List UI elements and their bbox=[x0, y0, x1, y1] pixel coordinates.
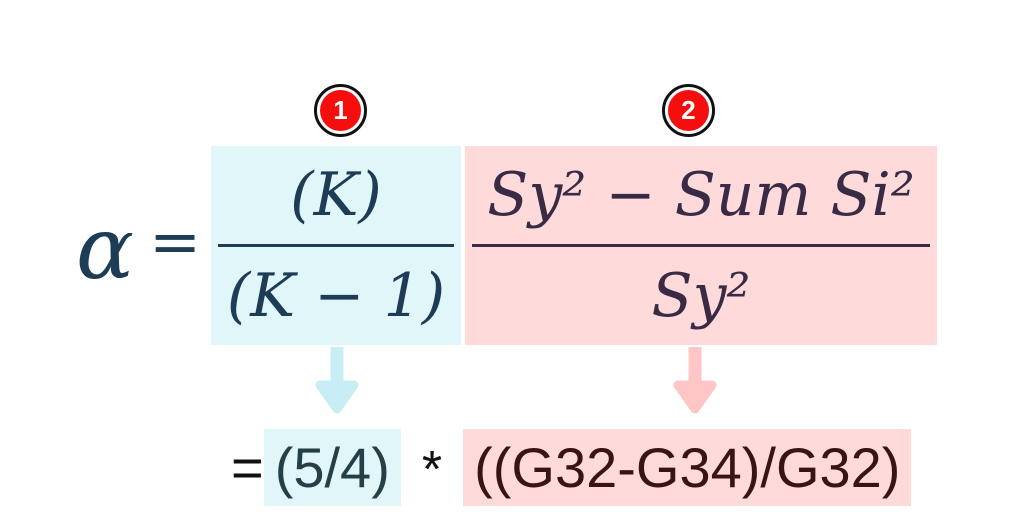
factor-1-fraction-bar bbox=[218, 244, 454, 247]
formula-factor-1-highlight: (5/4) bbox=[263, 429, 401, 506]
factor-2-fraction-bar bbox=[472, 244, 930, 247]
spreadsheet-formula: = (5/4) * ((G32-G34)/G32) bbox=[231, 429, 912, 506]
alpha-symbol: α bbox=[76, 198, 135, 299]
factor-1-denominator: (K − 1) bbox=[226, 261, 446, 331]
cyan-down-arrow-icon bbox=[315, 347, 359, 414]
factor-2-denominator: Sy² bbox=[651, 261, 751, 331]
formula-equals-sign: = bbox=[231, 436, 264, 499]
step-1-badge-number: 1 bbox=[320, 90, 361, 131]
equals-sign: = bbox=[149, 204, 202, 278]
factor-1-numerator: (K) bbox=[290, 160, 382, 230]
pink-down-arrow-icon bbox=[673, 347, 717, 414]
factor-1-fraction-highlight: (K) (K − 1) bbox=[211, 146, 461, 345]
step-1-badge: 1 bbox=[314, 84, 367, 137]
factor-2-numerator: Sy² − Sum Si² bbox=[487, 160, 915, 230]
formula-factor-2-highlight: ((G32-G34)/G32) bbox=[463, 429, 912, 506]
formula-multiply-operator: * bbox=[421, 440, 443, 499]
factor-2-fraction-highlight: Sy² − Sum Si² Sy² bbox=[465, 146, 937, 345]
step-2-badge-number: 2 bbox=[668, 90, 709, 131]
step-2-badge: 2 bbox=[662, 84, 715, 137]
equation-lhs: α = bbox=[76, 146, 201, 345]
